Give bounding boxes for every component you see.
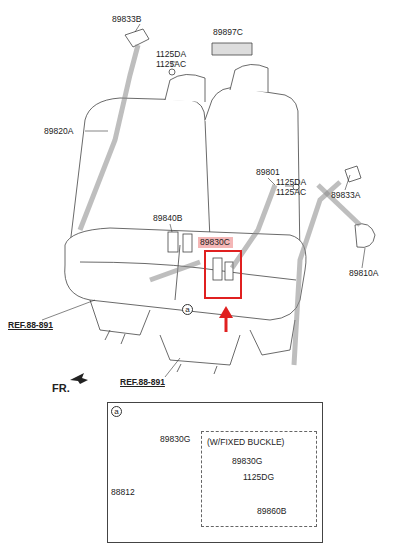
reference-label: REF.88-891 <box>8 320 53 330</box>
part-number: 89833B <box>112 14 141 24</box>
reference-circle: a <box>111 406 122 417</box>
node-text: 89830C <box>200 237 231 247</box>
reference-circle: a <box>182 304 193 315</box>
part-number: 89810A <box>349 268 378 278</box>
part-number: 89801 <box>256 167 280 177</box>
part-number: 1125AC <box>276 187 306 197</box>
part-number: 1125DA <box>276 177 306 187</box>
part-number: 89840B <box>153 213 182 223</box>
node-text: (W/FIXED BUCKLE) <box>207 437 284 447</box>
node-text: 89830G <box>160 434 190 444</box>
highlighted-part-label: 89830C <box>198 237 233 248</box>
node-text: 88812 <box>111 487 135 497</box>
reference-label: REF.88-891 <box>120 377 165 387</box>
part-number: 89833A <box>331 190 360 200</box>
node-text: 89830G <box>232 456 262 466</box>
fixed-buckle-group: (W/FIXED BUCKLE) 89830G 1125DG 89860B <box>201 431 317 527</box>
front-direction-label: FR. <box>52 383 70 393</box>
node-text: a <box>112 407 121 416</box>
part-number: 1125AC <box>156 59 186 69</box>
part-number: 89897C <box>213 27 243 37</box>
node-text: 1125DG <box>243 472 274 482</box>
node-text: a <box>183 305 192 314</box>
part-number: 89820A <box>44 126 73 136</box>
detail-inset: 89830G 88812 a (W/FIXED BUCKLE) 89830G 1125DG… <box>107 402 323 543</box>
part-number: 1125DA <box>156 49 186 59</box>
node-text: 89860B <box>257 506 286 516</box>
